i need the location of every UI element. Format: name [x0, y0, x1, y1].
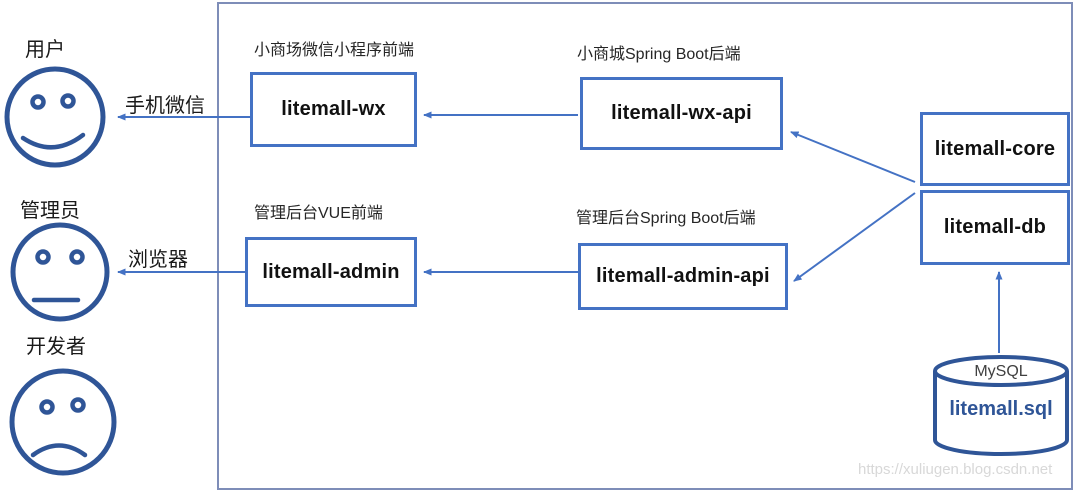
module-box-litemall-admin-api: litemall-admin-api [578, 243, 788, 310]
database-engine-label: MySQL [974, 363, 1028, 380]
watermark-text: https://xuliugen.blog.csdn.net [858, 461, 1053, 478]
module-box-litemall-wx: litemall-wx [250, 72, 417, 147]
caption-wx-frontend: 小商场微信小程序前端 [254, 42, 415, 59]
system-boundary-frame [217, 2, 1073, 490]
caption-wx-backend: 小商城Spring Boot后端 [577, 46, 741, 63]
module-box-litemall-core: litemall-core [920, 112, 1070, 186]
channel-label-wechat: 手机微信 [125, 95, 205, 117]
database-cylinder-icon [933, 355, 1069, 456]
module-box-litemall-admin: litemall-admin [245, 237, 417, 307]
happy-face-icon [4, 66, 106, 168]
database-file-label: litemall.sql [949, 398, 1053, 420]
caption-admin-backend: 管理后台Spring Boot后端 [576, 210, 756, 227]
actor-label-admin: 管理员 [20, 200, 80, 222]
actor-label-user: 用户 [25, 39, 65, 61]
module-box-litemall-wx-api: litemall-wx-api [580, 77, 783, 150]
module-box-litemall-db: litemall-db [920, 190, 1070, 265]
caption-admin-frontend: 管理后台VUE前端 [254, 205, 383, 222]
neutral-face-icon [10, 222, 110, 322]
channel-label-browser: 浏览器 [128, 249, 188, 271]
sad-face-icon [9, 368, 117, 476]
actor-label-developer: 开发者 [26, 336, 86, 358]
